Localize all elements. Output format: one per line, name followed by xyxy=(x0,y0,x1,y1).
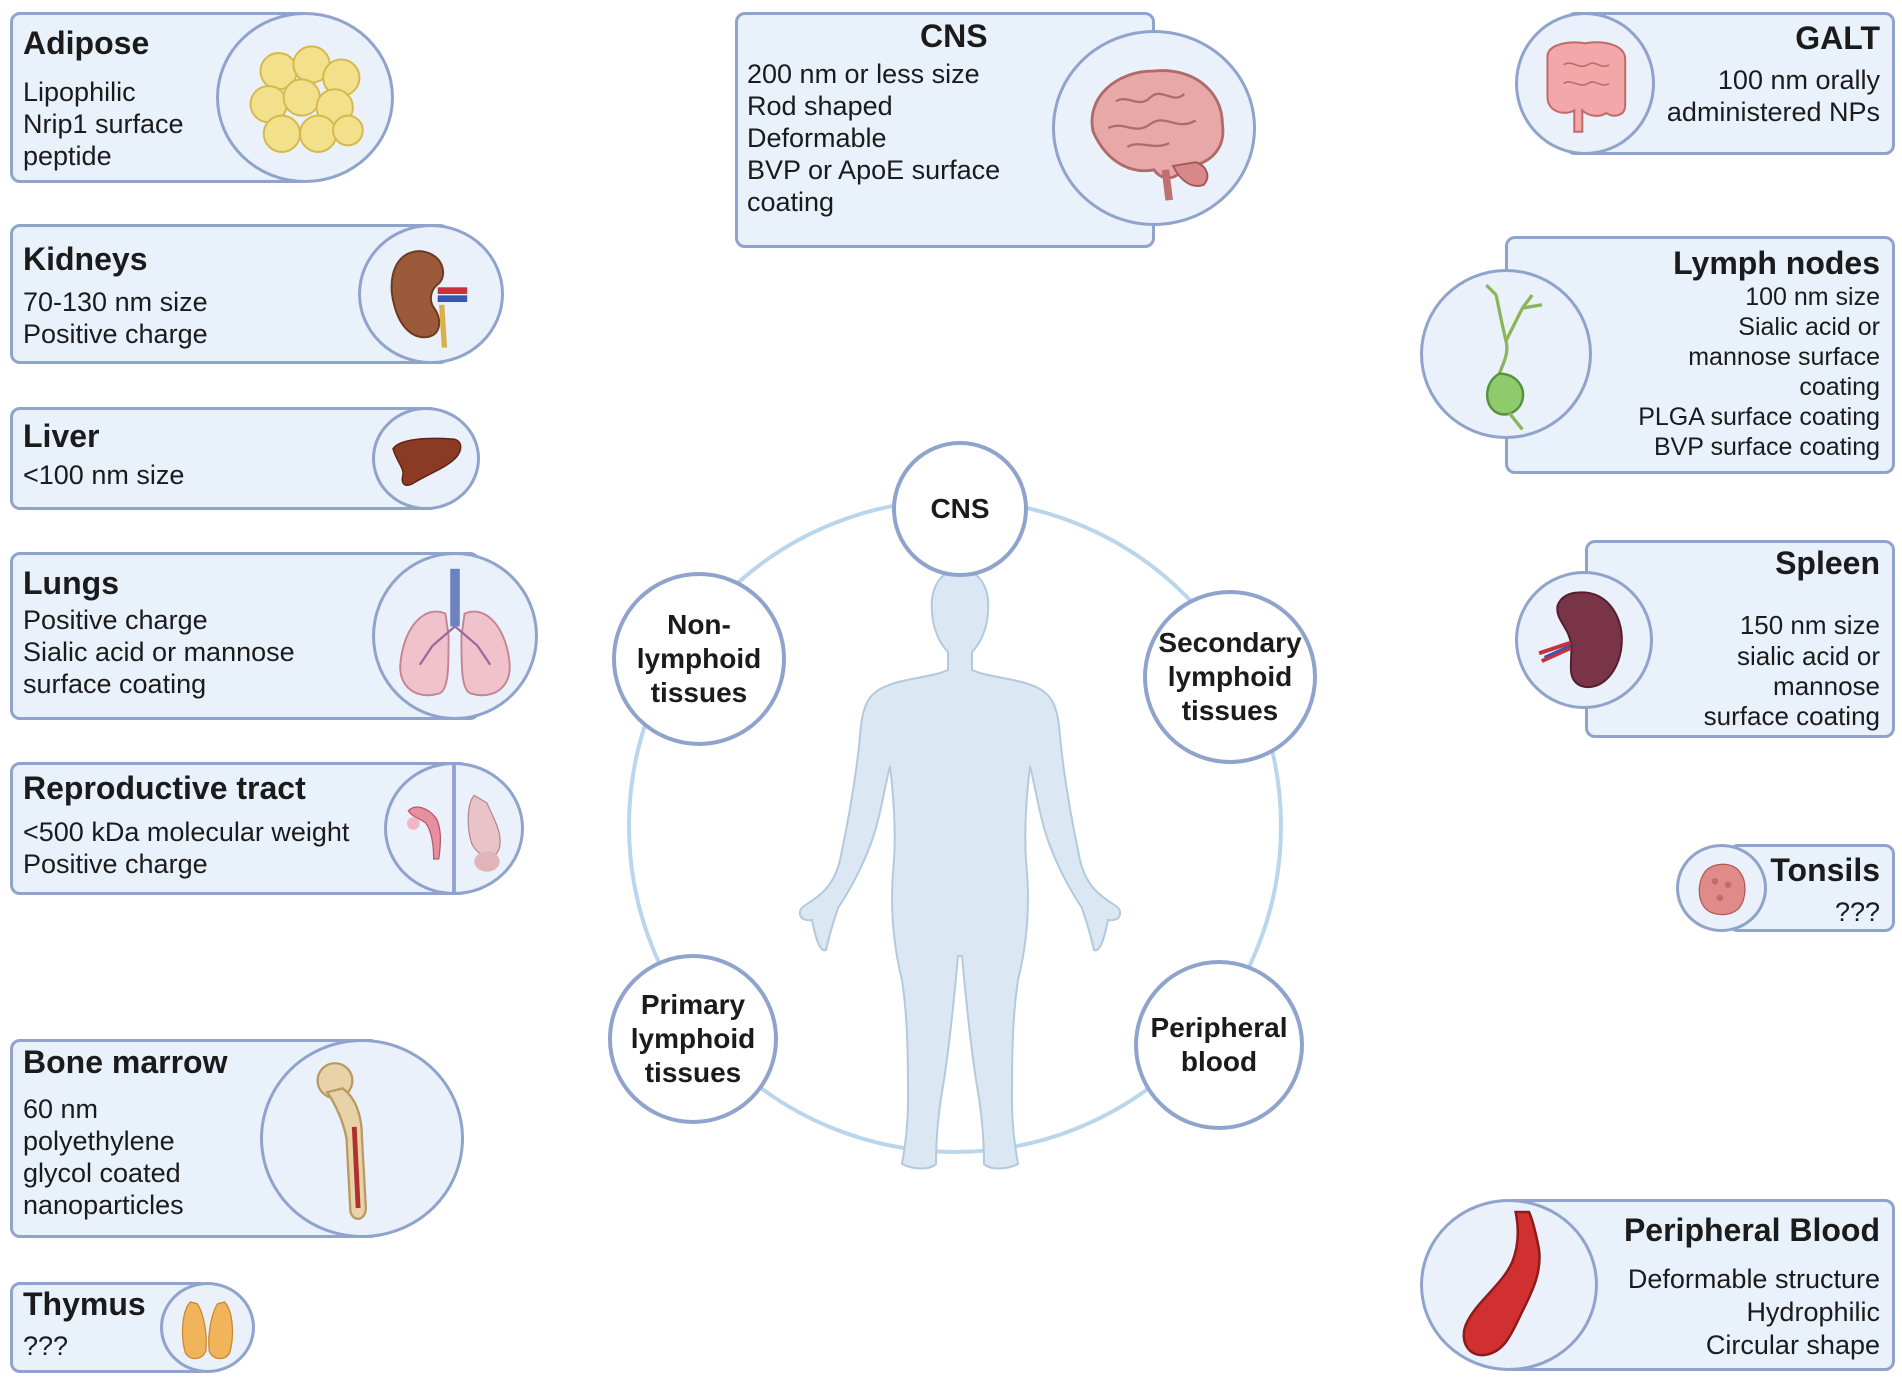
tonsil-icon xyxy=(1676,844,1767,932)
peripheral-blood-title: Peripheral Blood xyxy=(1623,1212,1880,1248)
node-secondary-lymphoid-label: Secondary lymphoid tissues xyxy=(1158,627,1302,726)
node-cns: CNS xyxy=(892,441,1028,577)
node-peripheral-blood: Peripheral blood xyxy=(1134,960,1304,1130)
fat-cells-icon xyxy=(216,12,394,183)
node-primary-lymphoid-label: Primary lymphoid tissues xyxy=(630,989,756,1088)
cns-line-3: Deformable xyxy=(747,123,887,153)
lymph-nodes-line-5: PLGA surface coating xyxy=(1638,403,1880,431)
adipose-title: Adipose xyxy=(23,25,150,61)
liver-title: Liver xyxy=(23,418,100,454)
lungs-line-3: surface coating xyxy=(23,669,207,699)
cns-line-1: 200 nm or less size xyxy=(747,59,980,89)
kidneys-line-1: 70-130 nm size xyxy=(23,287,208,317)
liver-icon xyxy=(372,407,480,510)
blood-vessel-icon xyxy=(1420,1199,1598,1371)
lungs-line-1: Positive charge xyxy=(23,605,208,635)
reproductive-organs-icon xyxy=(384,762,524,895)
cns-line-4: BVP or ApoE surface xyxy=(747,155,1001,185)
peripheral-blood-line-3: Circular shape xyxy=(1705,1330,1880,1360)
cns-title: CNS xyxy=(920,18,988,54)
node-secondary-lymphoid-tissues: Secondary lymphoid tissues xyxy=(1143,590,1317,764)
tonsils-title: Tonsils xyxy=(1770,852,1880,888)
lungs-line-2: Sialic acid or mannose xyxy=(23,637,295,667)
reproductive-line-1: <500 kDa molecular weight xyxy=(23,817,350,847)
brain-icon xyxy=(1052,30,1256,226)
kidneys-line-2: Positive charge xyxy=(23,319,208,349)
liver-line-1: <100 nm size xyxy=(23,460,185,490)
node-non-lymphoid-label: Non- lymphoid tissues xyxy=(636,609,762,708)
reproductive-title: Reproductive tract xyxy=(23,770,306,806)
lymph-nodes-line-1: 100 nm size xyxy=(1745,283,1880,311)
bone-marrow-line-3: glycol coated xyxy=(23,1158,181,1188)
galt-line-2: administered NPs xyxy=(1666,97,1880,127)
kidney-icon xyxy=(358,224,504,364)
spleen-icon xyxy=(1515,571,1653,709)
lymph-nodes-line-2: Sialic acid or xyxy=(1738,313,1880,341)
lymph-nodes-line-3: mannose surface xyxy=(1688,343,1880,371)
spleen-line-2: sialic acid or xyxy=(1736,641,1880,671)
thymus-icon xyxy=(160,1282,255,1373)
galt-line-1: 100 nm orally xyxy=(1717,65,1880,95)
adipose-line-1: Lipophilic xyxy=(23,77,136,107)
node-cns-label: CNS xyxy=(930,493,990,524)
lymph-nodes-line-4: coating xyxy=(1799,373,1880,401)
node-primary-lymphoid-tissues: Primary lymphoid tissues xyxy=(608,954,778,1124)
human-body-figure xyxy=(798,568,1122,1170)
lymph-vessel-icon xyxy=(1420,269,1592,439)
peripheral-blood-line-1: Deformable structure xyxy=(1627,1264,1880,1294)
tonsils-line-1: ??? xyxy=(1834,897,1880,927)
thymus-title: Thymus xyxy=(23,1286,146,1322)
bone-marrow-line-4: nanoparticles xyxy=(23,1190,184,1220)
bone-marrow-line-1: 60 nm xyxy=(23,1094,99,1124)
intestine-icon xyxy=(1515,12,1655,155)
lymph-nodes-title: Lymph nodes xyxy=(1673,245,1880,281)
spleen-line-4: surface coating xyxy=(1703,701,1880,731)
galt-title: GALT xyxy=(1795,20,1880,56)
adipose-line-2: Nrip1 surface xyxy=(23,109,184,139)
thymus-line-1: ??? xyxy=(23,1331,69,1361)
lungs-icon xyxy=(372,552,538,720)
spleen-title: Spleen xyxy=(1775,545,1880,581)
femur-bone-icon xyxy=(260,1039,464,1238)
peripheral-blood-line-2: Hydrophilic xyxy=(1746,1297,1880,1327)
lungs-title: Lungs xyxy=(23,565,119,601)
reproductive-line-2: Positive charge xyxy=(23,849,208,879)
bone-marrow-line-2: polyethylene xyxy=(23,1126,175,1156)
kidneys-title: Kidneys xyxy=(23,241,148,277)
spleen-line-3: mannose xyxy=(1773,671,1880,701)
bone-marrow-title: Bone marrow xyxy=(23,1044,228,1080)
node-non-lymphoid-tissues: Non- lymphoid tissues xyxy=(612,572,786,746)
cns-line-5: coating xyxy=(747,187,835,217)
spleen-line-1: 150 nm size xyxy=(1739,610,1880,640)
cns-line-2: Rod shaped xyxy=(747,91,893,121)
adipose-line-3: peptide xyxy=(23,141,112,171)
lymph-nodes-line-6: BVP surface coating xyxy=(1653,433,1880,461)
node-peripheral-blood-label: Peripheral blood xyxy=(1150,1012,1288,1077)
card-liver xyxy=(10,407,440,510)
